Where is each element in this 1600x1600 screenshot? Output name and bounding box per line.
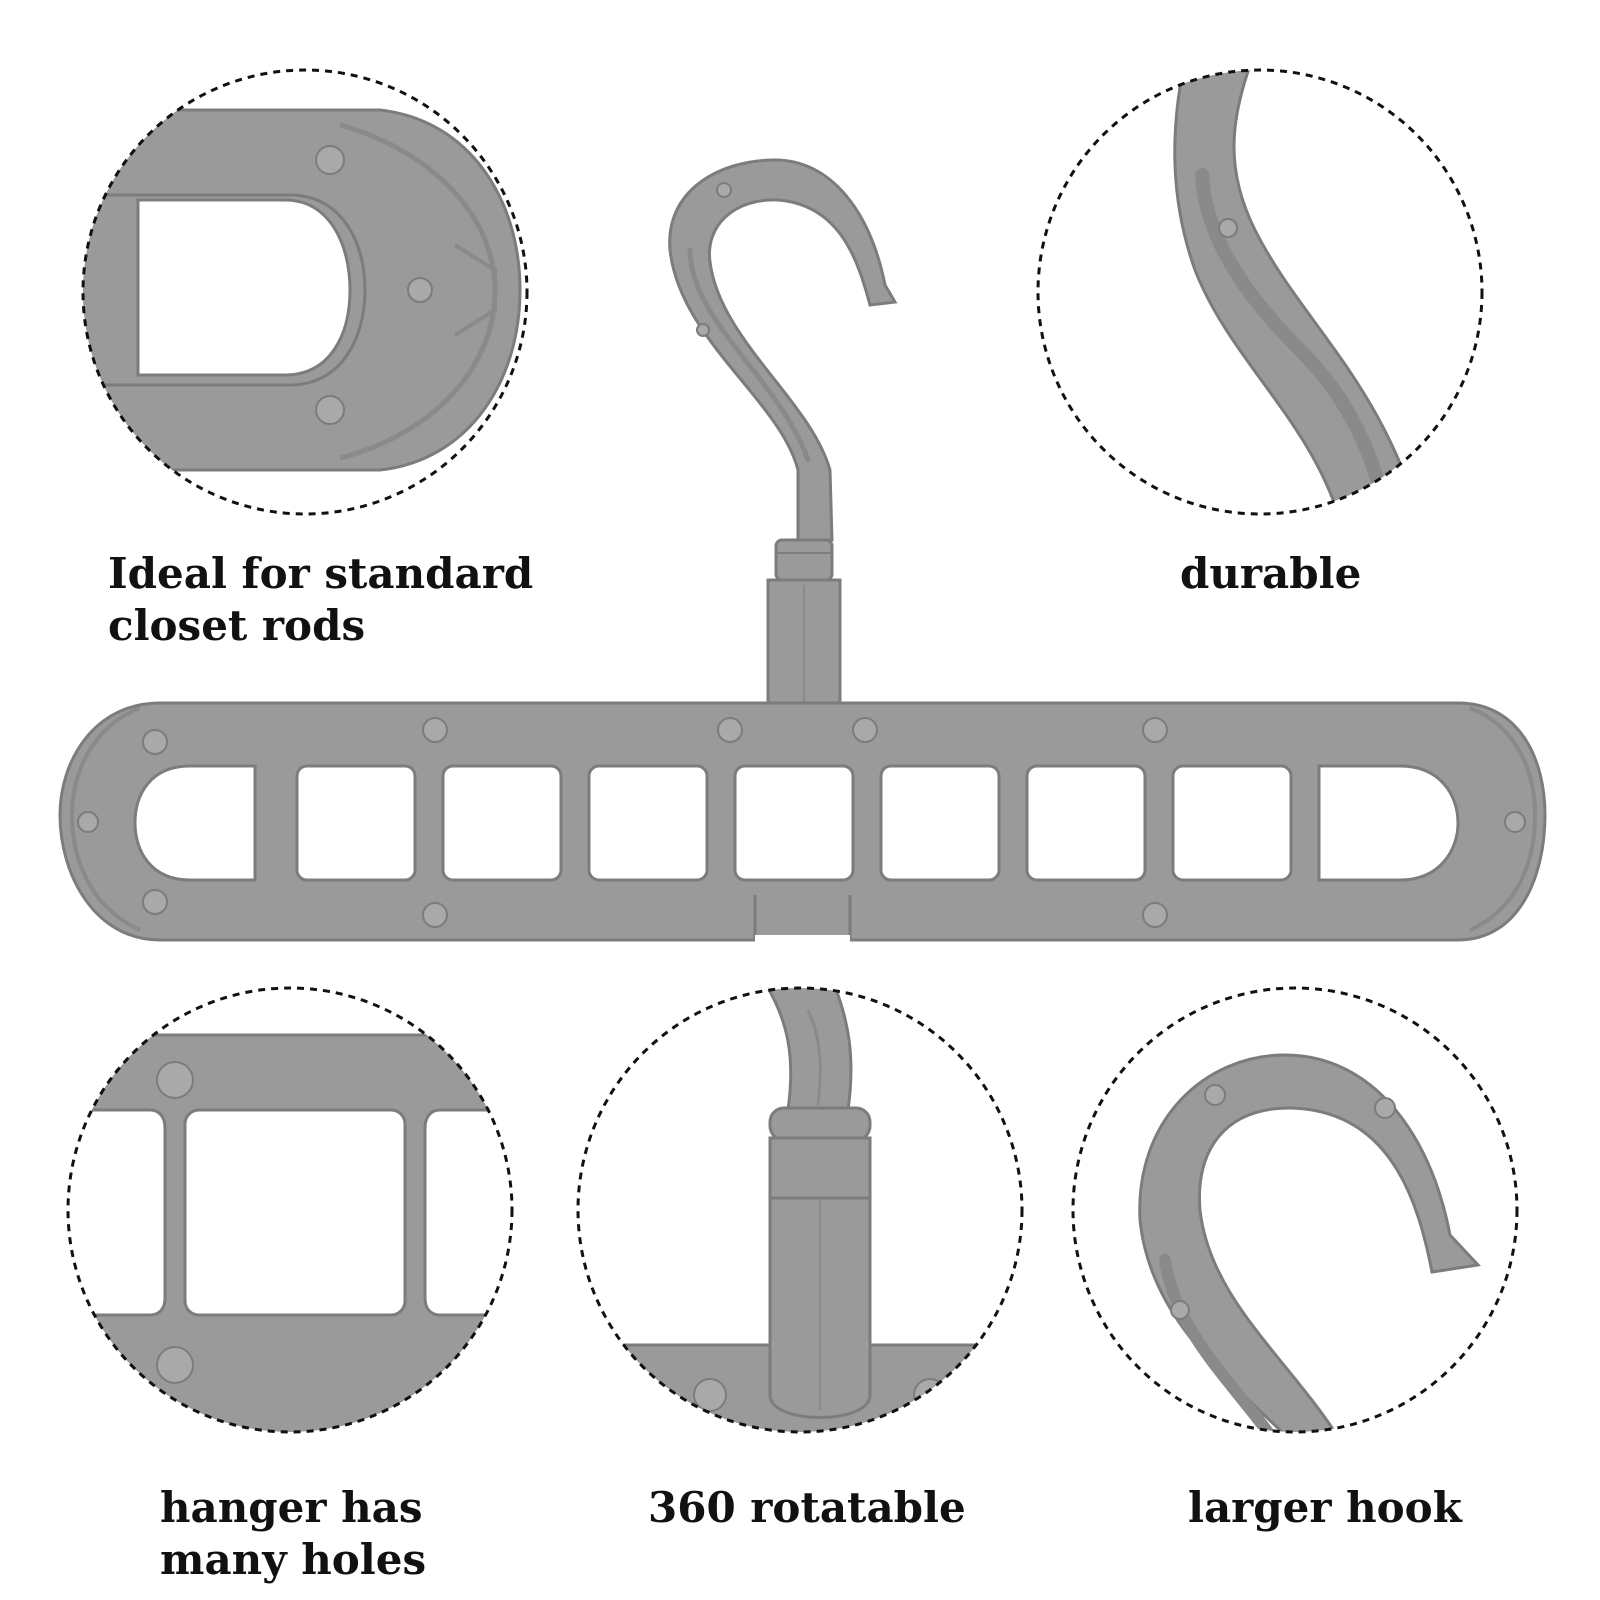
caption-closet-rods: Ideal for standard closet rods	[108, 548, 533, 652]
caption-line: closet rods	[108, 601, 366, 650]
caption-durable: durable	[1180, 548, 1361, 600]
detail-closet-rods	[81, 68, 529, 516]
caption-rotatable: 360 rotatable	[648, 1482, 966, 1534]
caption-many-holes: hanger has many holes	[160, 1482, 426, 1586]
main-hanger-hook	[668, 158, 898, 542]
detail-larger-hook	[1071, 986, 1519, 1434]
caption-line: hanger has	[160, 1483, 423, 1532]
detail-many-holes	[66, 986, 514, 1434]
caption-line: many holes	[160, 1535, 427, 1584]
detail-durable	[1036, 68, 1484, 516]
detail-rotatable	[576, 986, 1024, 1434]
detail-frame	[81, 68, 529, 516]
detail-frame	[576, 986, 1024, 1434]
caption-line: 360 rotatable	[648, 1483, 966, 1532]
caption-larger-hook: larger hook	[1188, 1482, 1462, 1534]
caption-line: Ideal for standard	[108, 549, 534, 598]
main-hanger-holes	[133, 764, 1460, 882]
detail-frame	[1071, 986, 1519, 1434]
detail-frame	[66, 986, 514, 1434]
caption-line: larger hook	[1188, 1483, 1462, 1532]
main-hanger	[58, 158, 1547, 944]
caption-line: durable	[1180, 549, 1362, 598]
detail-frame	[1036, 68, 1484, 516]
main-hanger-swivel	[774, 538, 834, 582]
